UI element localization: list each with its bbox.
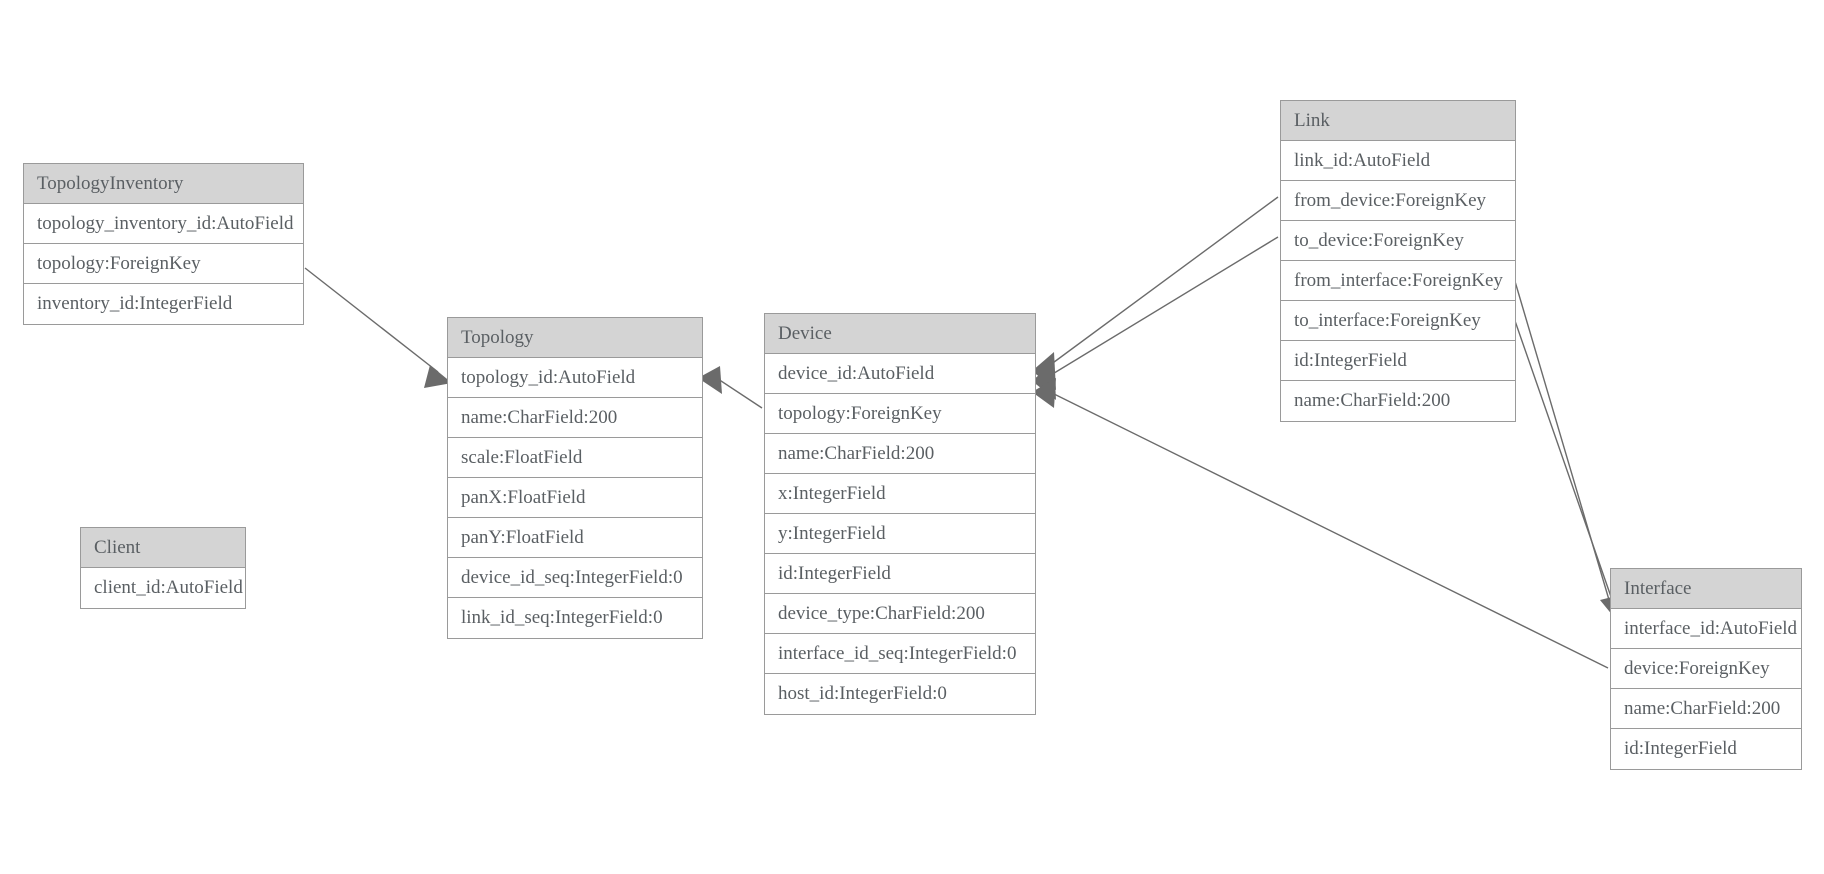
relation-topologyinventory-to-topology (304, 267, 452, 388)
entity-field: name:CharField:200 (1611, 689, 1801, 729)
relation-link-todevice-to-device (1032, 236, 1279, 400)
entity-field: to_interface:ForeignKey (1281, 301, 1515, 341)
entity-field: topology_inventory_id:AutoField (24, 204, 303, 244)
entity-field: device_id_seq:IntegerField:0 (448, 558, 702, 598)
entity-field: topology:ForeignKey (24, 244, 303, 284)
entity-title-interface: Interface (1611, 569, 1801, 609)
relation-line (1045, 196, 1279, 369)
entity-field: device:ForeignKey (1611, 649, 1801, 689)
entity-field: link_id:AutoField (1281, 141, 1515, 181)
relation-link-fromdevice-to-device (1032, 196, 1279, 390)
entity-field: to_device:ForeignKey (1281, 221, 1515, 261)
entity-field: from_interface:ForeignKey (1281, 261, 1515, 301)
entity-field: interface_id:AutoField (1611, 609, 1801, 649)
entity-field: client_id:AutoField (81, 568, 245, 608)
entity-field: id:IntegerField (1281, 341, 1515, 381)
entity-field: name:CharField:200 (1281, 381, 1515, 421)
entity-field: panX:FloatField (448, 478, 702, 518)
relation-line (1045, 236, 1279, 379)
entity-field: host_id:IntegerField:0 (765, 674, 1035, 714)
entity-field: topology_id:AutoField (448, 358, 702, 398)
entity-field: panY:FloatField (448, 518, 702, 558)
relation-line (1513, 317, 1618, 615)
entity-title-topology_inventory: TopologyInventory (24, 164, 303, 204)
entity-field: name:CharField:200 (448, 398, 702, 438)
relation-line (711, 374, 763, 409)
entity-field: name:CharField:200 (765, 434, 1035, 474)
entity-title-client: Client (81, 528, 245, 568)
entity-field: y:IntegerField (765, 514, 1035, 554)
entity-field: interface_id_seq:IntegerField:0 (765, 634, 1035, 674)
entity-title-link: Link (1281, 101, 1515, 141)
entity-title-topology: Topology (448, 318, 702, 358)
relation-link-frominterface-to-interface (1513, 277, 1624, 622)
entity-field: id:IntegerField (1611, 729, 1801, 769)
relation-line (1513, 277, 1613, 611)
entity-field: link_id_seq:IntegerField:0 (448, 598, 702, 638)
entity-field: topology:ForeignKey (765, 394, 1035, 434)
entity-field: id:IntegerField (765, 554, 1035, 594)
entity-field: device_id:AutoField (765, 354, 1035, 394)
entity-field: from_device:ForeignKey (1281, 181, 1515, 221)
entity-field: device_type:CharField:200 (765, 594, 1035, 634)
relation-line (304, 267, 439, 373)
entity-title-device: Device (765, 314, 1035, 354)
entity-field: x:IntegerField (765, 474, 1035, 514)
relation-device-to-topology (698, 366, 763, 409)
entity-field: inventory_id:IntegerField (24, 284, 303, 324)
entity-field: scale:FloatField (448, 438, 702, 478)
relation-line (1045, 389, 1609, 669)
